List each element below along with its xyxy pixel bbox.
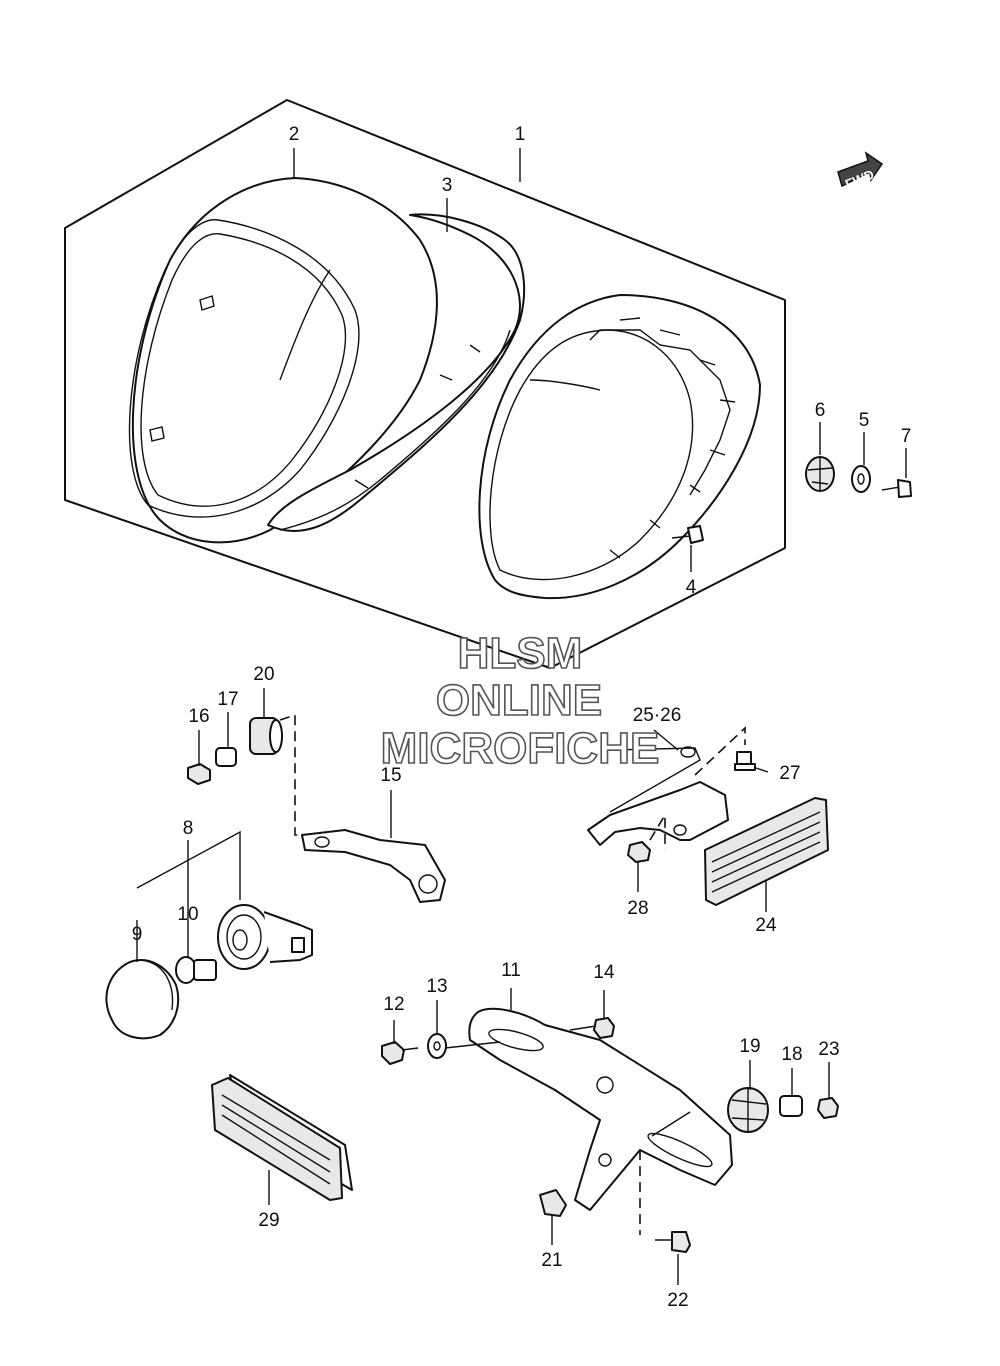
part-11-bracket	[468, 1007, 733, 1211]
part-9-lens	[105, 959, 180, 1040]
callouts: 1 2 3 4 5 6 7 8 9 10 11 12 13 14 15 16 1…	[132, 124, 912, 1311]
callout-19: 19	[739, 1036, 760, 1057]
callout-6: 6	[815, 400, 826, 421]
leader-25-27	[694, 726, 746, 776]
part-7-screw	[881, 479, 912, 498]
callout-15: 15	[380, 765, 401, 786]
leader-lines	[136, 148, 907, 1285]
callout-14: 14	[593, 962, 615, 983]
part-13-washer	[427, 1033, 447, 1059]
part-2-housing	[128, 177, 438, 544]
callout-9: 9	[132, 924, 143, 945]
callout-11: 11	[501, 960, 521, 981]
part-20-grommet	[249, 717, 283, 755]
part-27-screw	[734, 751, 756, 771]
callout-24: 24	[755, 915, 777, 936]
watermark-line-3: MICROFICHE	[381, 724, 660, 773]
part-24-reflector	[704, 797, 829, 906]
part-6-grommet	[805, 456, 835, 492]
part-23-nut	[817, 1097, 839, 1119]
callout-22: 22	[667, 1290, 688, 1311]
assembly-frame	[64, 99, 786, 669]
part-21-collar	[539, 1189, 567, 1217]
callout-16: 16	[188, 706, 209, 727]
part-22-bolt	[655, 1231, 691, 1253]
part-3-gasket	[267, 213, 526, 532]
part-12-bolt	[381, 1041, 419, 1065]
part-14-nut	[593, 1017, 615, 1039]
part-10-bulb	[175, 956, 217, 984]
part-19-grommet	[727, 1087, 769, 1133]
part-16-nut	[187, 763, 211, 785]
callout-13: 13	[426, 976, 447, 997]
callout-23: 23	[818, 1039, 839, 1060]
part-17-collar	[215, 747, 237, 767]
callout-18: 18	[781, 1044, 802, 1065]
watermark-line-1: HLSM	[458, 629, 583, 678]
callout-21: 21	[541, 1250, 562, 1271]
watermark-line-2: ONLINE	[436, 676, 602, 725]
callout-5: 5	[859, 410, 870, 431]
callout-20: 20	[253, 664, 274, 685]
callout-3: 3	[442, 175, 453, 196]
callout-17: 17	[217, 689, 238, 710]
part-18-collar	[779, 1095, 803, 1117]
callout-27: 27	[779, 763, 800, 784]
callout-1: 1	[515, 124, 526, 145]
callout-4: 4	[686, 577, 697, 598]
part-28-nut	[627, 841, 651, 863]
part-5-washer	[851, 465, 871, 493]
callout-28: 28	[627, 898, 648, 919]
leader-8-group	[136, 830, 241, 900]
part-8-socket	[217, 904, 313, 970]
part-29-reflector	[211, 1074, 353, 1201]
watermark: HLSM ONLINE MICROFICHE	[380, 628, 660, 774]
fwd-arrow-icon: FWD	[837, 151, 884, 192]
lamp-body	[478, 294, 761, 600]
callout-12: 12	[383, 994, 404, 1015]
callout-10: 10	[177, 904, 198, 925]
part-15-bracket	[301, 829, 446, 903]
leader-20-15	[279, 713, 310, 836]
callout-7: 7	[901, 426, 912, 447]
callout-2: 2	[289, 124, 300, 145]
part-25-26-bracket	[587, 746, 729, 846]
callout-25-26: 25·26	[633, 705, 682, 726]
leader-25-28	[649, 812, 666, 850]
part-4-screw	[671, 525, 704, 544]
callout-29: 29	[258, 1210, 279, 1231]
callout-8: 8	[183, 818, 194, 839]
